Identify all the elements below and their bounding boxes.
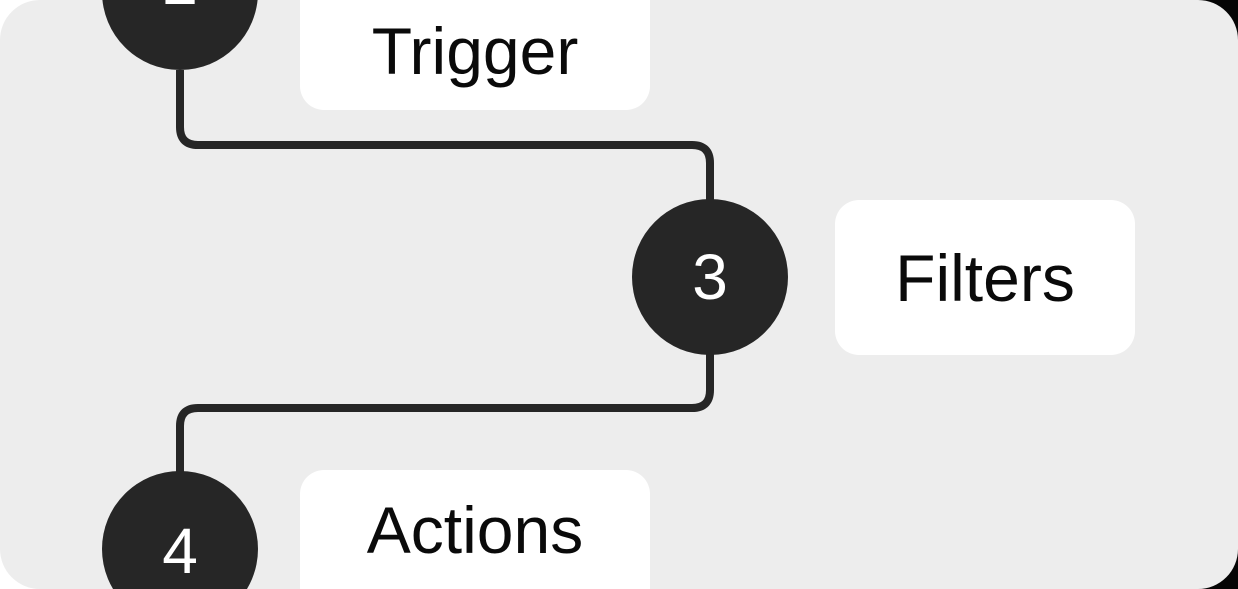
step-number: 2 [162,0,198,14]
step-label-text: Filters [895,240,1075,315]
step-label-text: Trigger [371,14,579,88]
step-label-card-trigger[interactable]: Trigger [300,0,650,110]
step-node-3[interactable]: 3 [632,199,788,355]
step-number: 3 [692,241,728,313]
step-label-text: Actions [366,492,584,567]
step-label-card-filters[interactable]: Filters [835,200,1135,355]
step-node-4[interactable]: 4 [102,471,258,589]
step-number: 4 [162,515,198,587]
step-node-2[interactable]: 2 [102,0,258,70]
step-label-card-actions[interactable]: Actions [300,470,650,589]
connector-step3-to-step4 [176,345,714,490]
